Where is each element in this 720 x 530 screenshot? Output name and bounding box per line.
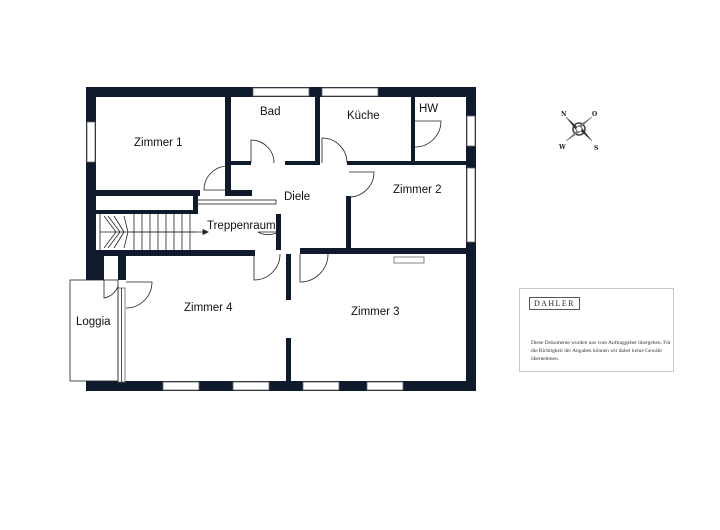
window-kueche	[321, 87, 379, 97]
door-hw	[414, 120, 442, 148]
fixtures	[69, 120, 442, 382]
label-zimmer1: Zimmer 1	[134, 137, 183, 149]
wall-mid-right	[300, 248, 470, 254]
compass: N O W S	[558, 111, 598, 152]
door-loggia	[125, 281, 153, 309]
outer-wall-left	[86, 87, 96, 280]
compass-s: S	[594, 145, 598, 152]
window-bottom-2	[232, 381, 270, 391]
wall-z1-bottom-right	[228, 190, 252, 196]
door-bad	[250, 139, 275, 164]
door-loggia-2	[103, 280, 119, 299]
wall-z4-z3-top	[286, 254, 291, 300]
label-treppenraum: Treppenraum	[207, 220, 276, 232]
label-kueche: Küche	[347, 110, 380, 122]
wall-z4-z3-bottom	[286, 338, 291, 386]
window-bad	[252, 87, 310, 97]
wall-mid-left	[96, 250, 255, 256]
label-bad: Bad	[260, 106, 280, 118]
label-zimmer4: Zimmer 4	[184, 302, 233, 314]
door-kueche	[321, 137, 348, 164]
outer-wall-bottom	[86, 381, 476, 391]
window-z1	[86, 121, 96, 163]
loggia-outline	[69, 279, 119, 382]
window-z2	[466, 167, 476, 243]
door-z3	[299, 253, 329, 283]
staircase	[99, 214, 209, 250]
wall-kueche-hw	[411, 97, 415, 165]
wall-loggia-pillar-1	[96, 256, 104, 280]
wall-bad-kueche	[315, 97, 320, 165]
door-z2	[348, 171, 375, 198]
window-bottom-1	[162, 381, 200, 391]
compass-n: N	[561, 111, 567, 118]
label-loggia: Loggia	[76, 316, 111, 328]
wall-bad-bottom-right	[285, 161, 320, 165]
label-diele: Diele	[284, 191, 310, 203]
label-zimmer2: Zimmer 2	[393, 184, 442, 196]
door-z1	[203, 165, 229, 191]
wall-hw-bottom	[411, 161, 470, 165]
radiator-z3	[393, 256, 425, 264]
door-treppen	[257, 231, 280, 236]
wall-z1-bottom-left	[86, 190, 200, 196]
window-hw	[466, 115, 476, 147]
wall-z1-right	[225, 165, 231, 196]
room-labels: Bad Küche HW Zimmer 1 Diele Zimmer 2 Tre…	[76, 103, 442, 328]
compass-o: O	[592, 111, 597, 118]
label-zimmer3: Zimmer 3	[351, 306, 400, 318]
wall-z2-left	[346, 196, 351, 250]
wall-stair-top	[96, 210, 196, 214]
dahler-logo: DAHLER	[529, 297, 580, 310]
disclaimer-text: Diese Dokumente wurden uns vom Auftragge…	[531, 340, 671, 362]
wall-kueche-bottom	[347, 161, 415, 165]
wall-loggia-pillar-2	[118, 256, 126, 280]
disclaimer-box: DAHLER Diese Dokumente wurden uns vom Au…	[519, 288, 674, 372]
wall-bad-left	[225, 97, 231, 165]
wall-bad-bottom-left	[225, 161, 251, 165]
walls	[86, 87, 476, 391]
window-bottom-4	[366, 381, 404, 391]
window-bottom-3	[302, 381, 340, 391]
compass-w: W	[558, 144, 566, 151]
wall-stair-right-top	[193, 196, 198, 214]
stair-landing-box	[195, 199, 277, 205]
door-z4	[253, 253, 281, 281]
label-hw: HW	[419, 103, 438, 115]
